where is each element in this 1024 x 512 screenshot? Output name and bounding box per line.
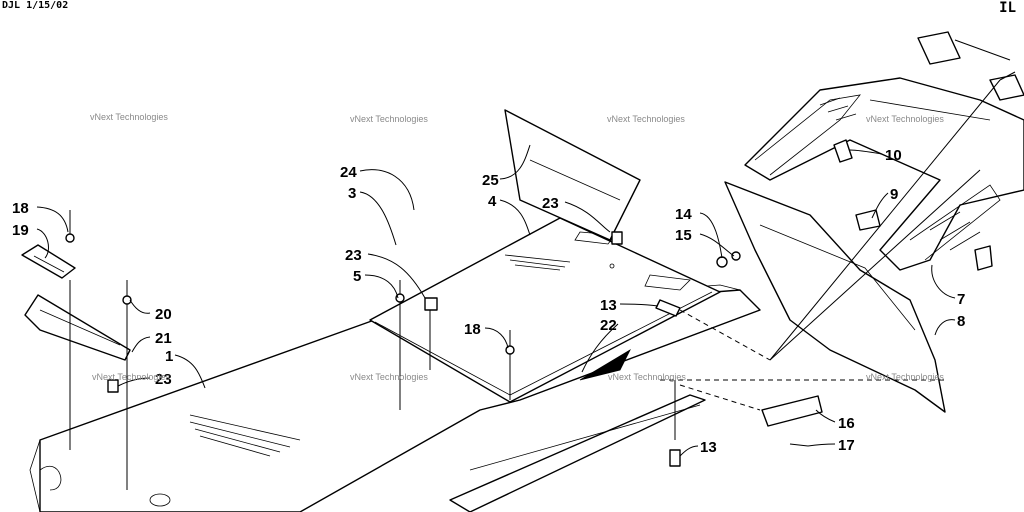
callout-18: 18 (12, 200, 29, 217)
assembly-lines (660, 79, 1001, 411)
callout-13b: 13 (700, 439, 717, 456)
callout-13a: 13 (600, 297, 617, 314)
callout-14: 14 (675, 206, 692, 223)
watermark: vNext Technologies (350, 372, 428, 382)
callout-20: 20 (155, 306, 172, 323)
bracket-21 (24, 294, 131, 361)
mud-flap-25 (504, 109, 641, 241)
callout-22: 22 (600, 317, 617, 334)
watermark: vNext Technologies (350, 114, 428, 124)
callout-9: 9 (890, 186, 898, 203)
callout-19: 19 (12, 222, 29, 239)
watermark: vNext Technologies (90, 112, 168, 122)
callout-5: 5 (353, 268, 361, 285)
handle-19 (21, 244, 76, 279)
watermarks: vNext Technologies vNext Technologies vN… (90, 112, 944, 382)
callout-18b: 18 (464, 321, 481, 338)
watermark: vNext Technologies (607, 114, 685, 124)
callout-15: 15 (675, 227, 692, 244)
callout-24: 24 (340, 164, 357, 181)
callouts: 18 19 20 21 1 23 24 3 23 5 18 25 4 23 22… (12, 147, 965, 456)
leader-lines (36, 39, 1016, 457)
watermark: vNext Technologies (92, 372, 170, 382)
callout-23a: 23 (155, 371, 172, 388)
rear-bumper (744, 77, 1024, 271)
side-rail (449, 348, 706, 512)
callout-7: 7 (957, 291, 965, 308)
callout-3: 3 (348, 185, 356, 202)
fasteners (65, 139, 993, 490)
section-code: IL (999, 0, 1016, 16)
callout-25: 25 (482, 172, 499, 189)
callout-17: 17 (838, 437, 855, 454)
callout-21: 21 (155, 330, 172, 347)
callout-10: 10 (885, 147, 902, 164)
callout-8: 8 (957, 313, 965, 330)
drawing-code: DJL 1/15/02 (2, 0, 69, 11)
rear-flap (724, 181, 946, 413)
callout-23c: 23 (542, 195, 559, 212)
callout-16: 16 (838, 415, 855, 432)
callout-23b: 23 (345, 247, 362, 264)
watermark: vNext Technologies (866, 114, 944, 124)
callout-4: 4 (488, 193, 497, 210)
callout-1: 1 (165, 348, 173, 365)
watermark: vNext Technologies (608, 372, 686, 382)
reflectors (917, 31, 1024, 101)
watermark: vNext Technologies (866, 372, 944, 382)
